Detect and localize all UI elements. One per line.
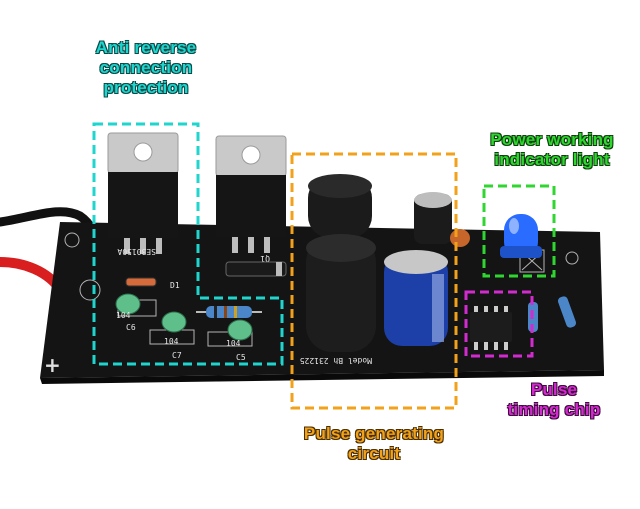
mosfet-left: SE30150A [107, 132, 179, 256]
anti-reverse-box [92, 122, 284, 366]
anti-reverse-label: Anti reverse connection protection [95, 38, 197, 97]
ceramic-caps: 104 C6 104 C7 104 C5 [115, 293, 253, 362]
small-diode [125, 277, 157, 287]
electrolytic-blue [384, 250, 448, 346]
svg-text:104: 104 [164, 337, 179, 346]
svg-text:D1: D1 [170, 281, 180, 290]
inductor-bottom [306, 234, 376, 352]
svg-text:C5: C5 [236, 353, 246, 362]
svg-text:C6: C6 [126, 323, 136, 332]
electrolytic-small [414, 192, 452, 244]
power-indicator-label: Power working indicator light [490, 130, 614, 169]
blue-led [500, 214, 542, 258]
svg-text:104: 104 [226, 339, 241, 348]
model-marking: Model Bh 231225 [300, 356, 372, 365]
resistor-left [196, 306, 262, 318]
pulse-timing-label: Pulse timing chip [507, 380, 601, 419]
plus-marking: + [44, 353, 61, 377]
diode-d1: D1 [170, 261, 287, 290]
svg-text:Q1: Q1 [260, 254, 270, 263]
svg-text:SE30150A: SE30150A [117, 247, 156, 256]
pulse-generating-label: Pulse generating circuit [303, 424, 445, 463]
orange-cap [450, 229, 470, 247]
timing-chip [470, 306, 512, 350]
pulse-generating-box [290, 152, 458, 410]
svg-text:104: 104 [116, 311, 131, 320]
svg-text:C7: C7 [172, 351, 182, 360]
pulse-timing-box [464, 290, 534, 358]
power-indicator-box [482, 184, 556, 278]
mosfet-right: Q1 [215, 135, 287, 263]
inductor-top [308, 174, 372, 238]
